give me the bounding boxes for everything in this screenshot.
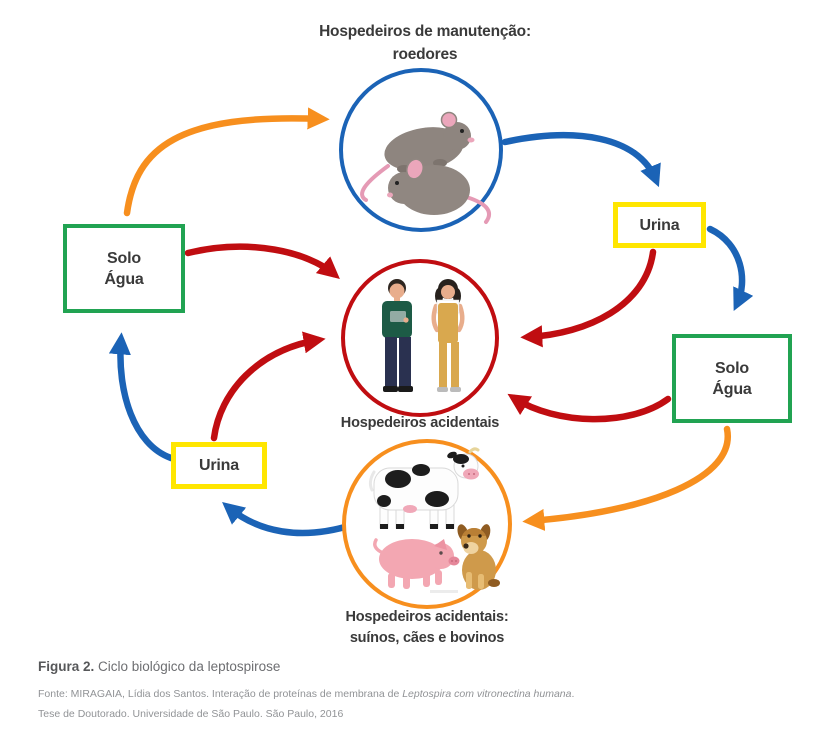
solo-agua-left-box: Solo Água [63,224,185,313]
man-icon [382,279,413,392]
solo-agua-right-line1: Solo [715,359,749,377]
arrow-solo-left-to-rodents [123,107,330,217]
source-suffix: . Tese de Doutorado. Universidade de São… [38,688,575,720]
arrow-solo-right-to-humans [507,393,672,423]
rodents-title-line2: roedores [392,46,458,63]
urina-left-box: Urina [171,442,267,489]
arrow-solo-right-to-animals [522,425,731,531]
urina-right-box: Urina [613,202,706,248]
solo-agua-left-line1: Solo [107,249,141,267]
rodents-illustration [360,111,492,224]
humans-node-label: Hospedeiros acidentais [340,415,500,431]
figure-caption: Figura 2. Ciclo biológico da leptospiros… [38,659,678,674]
source-italic: Leptospira com vitronectina humana [402,688,572,700]
source-prefix: Fonte: MIRAGAIA, Lídia dos Santos. Inter… [38,688,403,700]
figure-caption-title: Ciclo biológico da leptospirose [94,659,281,674]
figure-caption-label: Figura 2. [38,659,95,674]
humans-circle [341,259,499,417]
woman-icon [431,279,465,392]
animals-label-line1: Hospedeiros acidentais: [345,609,509,625]
solo-agua-right-box: Solo Água [672,334,792,423]
cow-icon [368,447,480,529]
solo-agua-left-line2: Água [104,270,144,288]
rodents-node-title: Hospedeiros de manutenção: roedores [245,20,605,66]
solo-agua-right-line2: Água [712,380,752,398]
animals-illustration [368,447,500,593]
pig-icon [373,538,460,593]
animals-node-label: Hospedeiros acidentais: suínos, cães e b… [293,607,561,649]
arrow-rodents-to-urina-right [501,132,661,188]
cycle-arrows [108,107,754,537]
dog-icon [457,524,500,590]
arrow-urina-right-to-solo-right [706,225,754,311]
urina-right-label: Urina [639,216,680,234]
rodents-title-line1: Hospedeiros de manutenção: [319,23,531,40]
animals-label-line2: suínos, cães e bovinos [349,630,505,646]
arrow-urina-left-to-humans [210,331,326,442]
arrow-animals-to-urina-left [222,502,356,537]
arrow-urina-left-to-solo-left [108,332,175,462]
figure-source: Fonte: MIRAGAIA, Lídia dos Santos. Inter… [38,684,583,724]
urina-left-label: Urina [199,457,239,474]
arrow-urina-right-to-humans [520,248,657,348]
humans-illustration [382,279,465,392]
rat-icon [360,111,475,202]
mouse-icon [387,158,492,224]
arrow-solo-left-to-humans [184,243,340,279]
